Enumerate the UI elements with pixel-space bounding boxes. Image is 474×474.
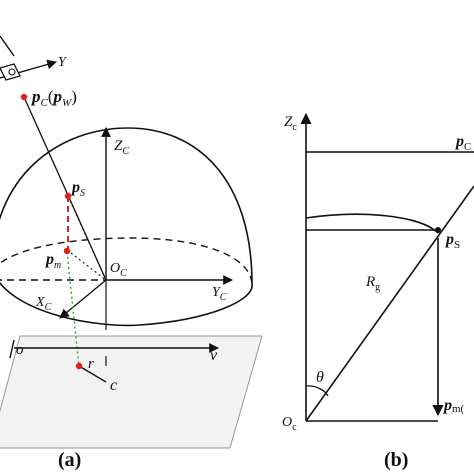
point-pm [63,247,71,255]
ps-label-b: p [444,231,454,248]
panel-a: Y pC(pW) ZC pS pm OC XC YC o v r c (a) [0,35,263,471]
svg-text:pm(: pm( [442,397,465,415]
oc-sub: C [120,268,127,279]
o-tick [9,339,15,359]
yc-sub: C [220,292,227,303]
zc-sub-b: c [292,122,297,133]
rg-line [305,185,474,422]
panel-b: Zc pC pS Rg θ Oc pm( (b) [282,112,474,471]
pc-paren-open: ( [48,87,54,106]
pm-r-green-dotted [66,251,80,367]
zc-label: Z [114,138,123,154]
hemisphere-base-back [0,237,253,285]
svg-text:YC: YC [212,285,227,303]
point-pc [20,93,28,101]
xc-sub: C [45,302,52,313]
pc-label: p [30,87,41,106]
xc-label: X [35,295,45,310]
pc-sub-b: C [464,141,471,153]
point-ps-b [435,227,441,233]
pm-label: p [44,251,54,268]
rg-sub: g [375,282,380,293]
svg-text:pC: pC [454,133,471,153]
pm-label-b: p [442,397,452,414]
svg-text:XC: XC [35,295,52,313]
svg-text:pm: pm [44,251,61,271]
ps-sub: S [80,188,85,199]
pm-to-oc-dotted [66,249,107,281]
svg-text:Rg: Rg [365,274,380,293]
rg-label: R [365,274,375,290]
svg-text:Oc: Oc [282,415,297,433]
zc-label-b: Z [284,114,293,130]
c-label: c [110,377,117,394]
svg-text:OC: OC [110,261,127,279]
camera-y-label: Y [58,55,68,70]
xc-axis [59,279,107,319]
oc-sub-b: c [292,422,297,433]
caption-b: (b) [384,449,408,471]
oc-label-b: O [282,415,292,430]
v-label: v [210,347,218,364]
svg-text:Zc: Zc [284,114,297,133]
r-label: r [88,356,94,372]
pc-sub: C [41,97,49,109]
pm-sub: m [54,260,61,271]
theta-label: θ [316,369,324,386]
theta-arc [305,385,329,397]
o-label: o [16,342,24,358]
camera-frame [0,35,57,81]
svg-text:ZC: ZC [114,138,129,157]
svg-text:pC(pW): pC(pW) [30,87,77,109]
point-ps [64,192,72,200]
svg-text:pS: pS [444,231,460,251]
pc-paren-close: ) [71,87,77,106]
oc-label: O [110,261,120,276]
hemisphere-base-front [0,281,253,327]
caption-a: (a) [58,449,81,471]
pm-sub-b: m( [452,403,465,415]
r-c-segment [78,365,107,383]
hemisphere-dome [0,127,253,285]
ps-label: p [70,179,80,196]
pw-sub: W [62,97,72,109]
point-r [75,362,83,370]
image-plane [0,335,263,449]
yc-label: Y [212,285,222,300]
svg-text:pS: pS [70,179,85,199]
view-ray [23,96,107,281]
pc-label-b: p [454,133,464,150]
sphere-arc [305,213,439,234]
ps-sub-b: S [454,239,460,251]
pw-label: p [52,87,63,106]
zc-sub: C [122,146,129,157]
view-ray-dotted [67,195,107,281]
